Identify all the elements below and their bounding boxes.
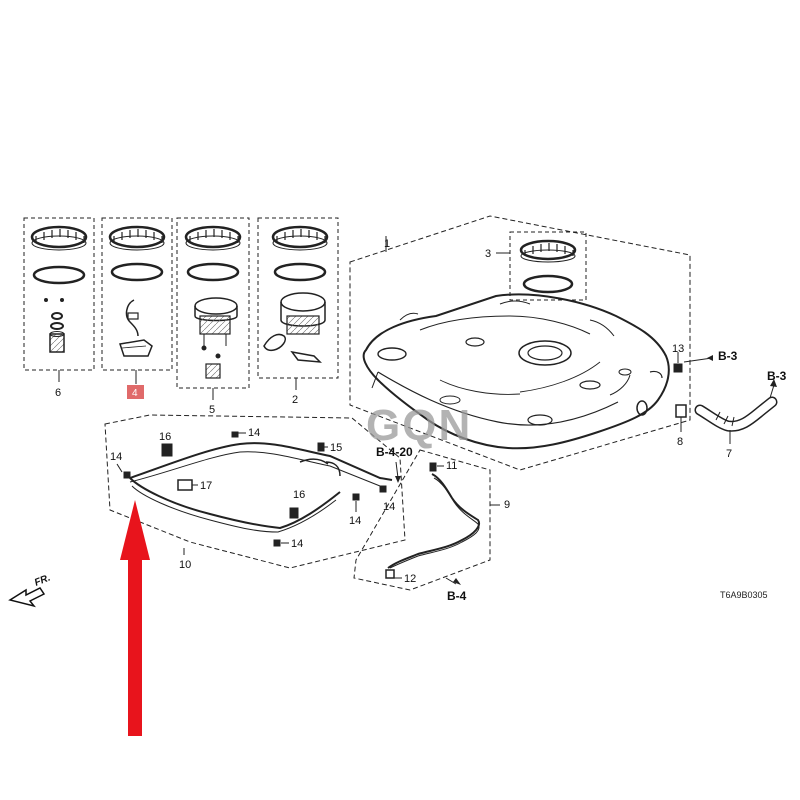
ref-b3-upper: B-3 bbox=[718, 349, 738, 363]
watermark: GQN bbox=[366, 401, 472, 450]
part-label-14-b: 14 bbox=[110, 451, 122, 463]
part-label-6: 6 bbox=[55, 387, 61, 399]
kit-box-4 bbox=[101, 217, 173, 371]
part-label-5: 5 bbox=[209, 404, 215, 416]
part-label-12: 12 bbox=[404, 573, 416, 585]
highlighted-part-box bbox=[127, 385, 144, 399]
part-label-14-a: 14 bbox=[248, 427, 260, 439]
part-8-cap bbox=[675, 404, 687, 418]
part-label-14-e: 14 bbox=[291, 538, 303, 550]
filler-hose-7 bbox=[694, 396, 778, 432]
clip-13 bbox=[673, 352, 683, 373]
fuel-tank-assembly bbox=[349, 215, 691, 471]
ref-b4-20: B-4-20 bbox=[376, 445, 413, 459]
red-pointer-arrow bbox=[120, 500, 150, 736]
kit-box-6 bbox=[23, 217, 95, 371]
svg-text:FR.: FR. bbox=[33, 573, 52, 589]
ref-b4: B-4 bbox=[447, 589, 467, 603]
part-label-13: 13 bbox=[672, 343, 684, 355]
diagram-code: T6A9B0305 bbox=[720, 590, 768, 600]
part-label-9: 9 bbox=[504, 499, 510, 511]
kit-box-2 bbox=[257, 217, 339, 379]
front-direction-arrow: FR. bbox=[8, 573, 52, 608]
part-label-16-b: 16 bbox=[293, 489, 305, 501]
ref-b3-right: B-3 bbox=[767, 369, 787, 383]
kit-box-3 bbox=[509, 231, 587, 301]
part-label-3: 3 bbox=[485, 248, 491, 260]
highlighted-part-label-4: 4 bbox=[132, 388, 138, 399]
part-label-11: 11 bbox=[446, 460, 457, 472]
pipe-group-9 bbox=[353, 449, 491, 591]
part-label-17: 17 bbox=[200, 480, 212, 492]
part-label-16-a: 16 bbox=[159, 431, 171, 443]
part-label-10: 10 bbox=[179, 559, 191, 571]
part-label-1: 1 bbox=[384, 238, 390, 250]
part-label-14-d: 14 bbox=[383, 501, 395, 513]
pipe-group-10 bbox=[104, 414, 406, 569]
part-label-7: 7 bbox=[726, 448, 732, 460]
part-label-15: 15 bbox=[330, 442, 342, 454]
kit-box-5 bbox=[176, 217, 250, 389]
part-label-2: 2 bbox=[292, 394, 298, 406]
part-label-8: 8 bbox=[677, 436, 683, 448]
part-label-14-c: 14 bbox=[349, 515, 361, 527]
